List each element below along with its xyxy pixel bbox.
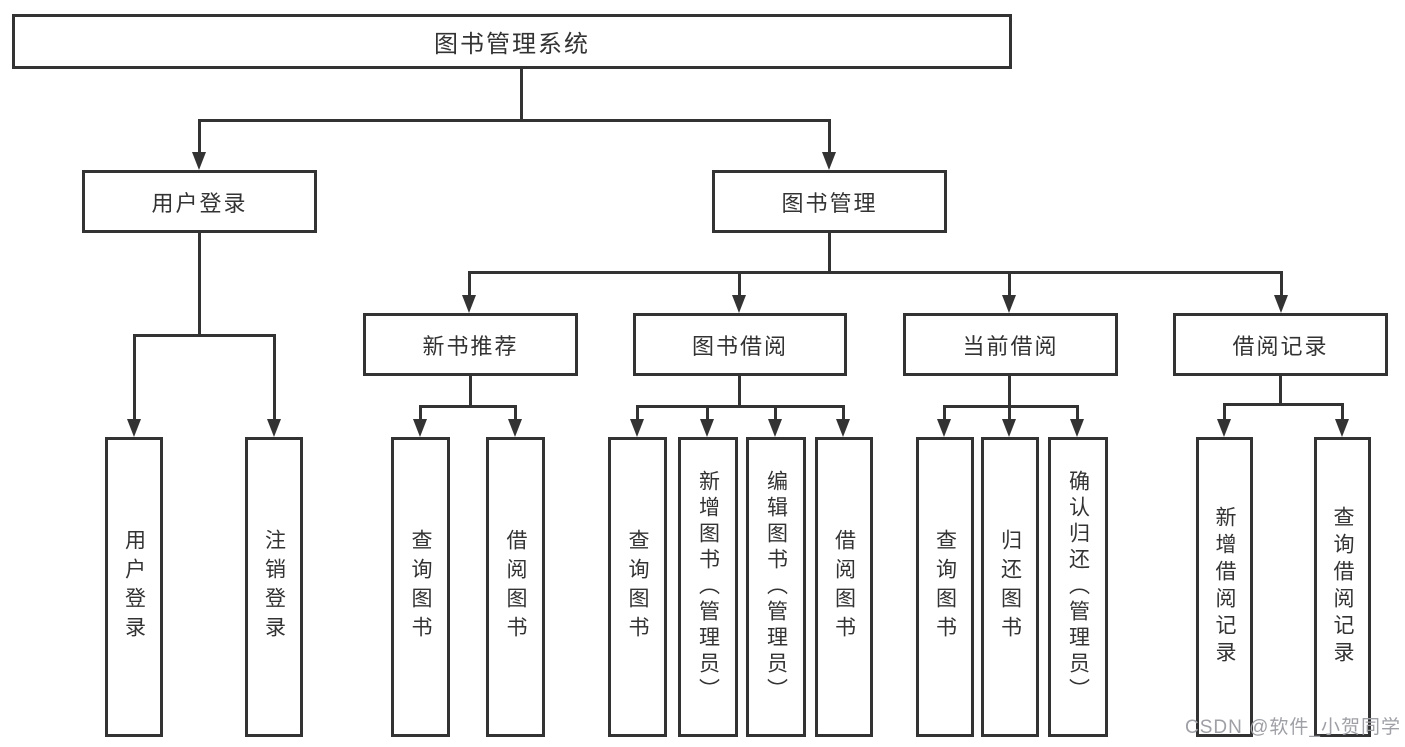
leaf-box-user-login: 用户登录 bbox=[105, 437, 163, 737]
connector-book-mgmt-drop bbox=[828, 119, 831, 155]
connector-nbr-stem bbox=[469, 376, 472, 408]
arrow-down-icon-user-login bbox=[192, 152, 206, 170]
node-box-user-login-group: 用户登录 bbox=[82, 170, 317, 233]
leaf-br-query-record-label: 查询借阅记录 bbox=[1331, 506, 1354, 668]
leaf-box-br-query-record: 查询借阅记录 bbox=[1314, 437, 1371, 737]
arrow-down-icon-bb-add bbox=[700, 419, 714, 437]
arrow-down-icon-leaf-user-login bbox=[127, 419, 141, 437]
connector-cb-hbar bbox=[943, 405, 1079, 408]
arrow-down-icon-current-borrow bbox=[1002, 295, 1016, 313]
connector-user-login-stem bbox=[198, 233, 201, 337]
node-box-borrowing-records: 借阅记录 bbox=[1173, 313, 1388, 376]
connector-leaf-drop-nbr-query bbox=[419, 405, 422, 421]
leaf-nbr-borrow-books-label: 借阅图书 bbox=[504, 529, 527, 645]
leaf-box-bb-edit-books-admin: 编辑图书（管理员） bbox=[746, 437, 806, 737]
connector-leaf-drop-br-query bbox=[1341, 403, 1344, 421]
connector-leaf-drop-bb-edit bbox=[774, 405, 777, 421]
arrow-down-icon-book-mgmt bbox=[822, 152, 836, 170]
connector-bb-hbar bbox=[636, 405, 845, 408]
leaf-box-nbr-borrow-books: 借阅图书 bbox=[486, 437, 545, 737]
leaf-box-bb-borrow-books: 借阅图书 bbox=[815, 437, 873, 737]
leaf-br-add-record-label: 新增借阅记录 bbox=[1213, 506, 1236, 668]
node-box-book-borrowing: 图书借阅 bbox=[633, 313, 847, 376]
connector-leaf-drop-bb-add bbox=[706, 405, 709, 421]
arrow-down-icon-borrow-records bbox=[1274, 295, 1288, 313]
book-borrowing-label: 图书借阅 bbox=[691, 333, 788, 359]
leaf-nbr-query-books-label: 查询图书 bbox=[409, 529, 432, 645]
connector-leaf-drop-cb-return bbox=[1008, 405, 1011, 421]
node-box-current-borrowing: 当前借阅 bbox=[903, 313, 1118, 376]
book-management-group-label: 图书管理 bbox=[781, 190, 878, 216]
arrow-down-icon-cb-confirm bbox=[1070, 419, 1084, 437]
current-borrowing-label: 当前借阅 bbox=[962, 333, 1059, 359]
leaf-box-logout: 注销登录 bbox=[245, 437, 303, 737]
arrow-down-icon-cb-query bbox=[937, 419, 951, 437]
connector-leaf-drop-bb-borrow bbox=[842, 405, 845, 421]
leaf-box-bb-add-books-admin: 新增图书（管理员） bbox=[678, 437, 738, 737]
connector-drop-new-book-rec bbox=[468, 271, 471, 298]
connector-leaf-drop-bb-query bbox=[636, 405, 639, 421]
leaf-logout-label: 注销登录 bbox=[262, 529, 286, 645]
arrow-down-icon-nbr-query bbox=[413, 419, 427, 437]
connector-book-mgmt-stem bbox=[828, 233, 831, 274]
connector-user-login-hbar bbox=[133, 334, 276, 337]
connector-level3-hbar bbox=[468, 271, 1283, 274]
arrow-down-icon-nbr-borrow bbox=[508, 419, 522, 437]
leaf-bb-edit-books-admin-label: 编辑图书（管理员） bbox=[764, 470, 788, 704]
arrow-down-icon-bb-edit bbox=[768, 419, 782, 437]
connector-cb-stem bbox=[1008, 376, 1011, 408]
connector-user-login-drop bbox=[198, 119, 201, 155]
root-box-label: 图书管理系统 bbox=[434, 31, 590, 58]
new-book-recommendation-label: 新书推荐 bbox=[422, 333, 519, 359]
leaf-cb-return-books-label: 归还图书 bbox=[998, 529, 1022, 645]
arrow-down-icon-br-query bbox=[1335, 419, 1349, 437]
arrow-down-icon-br-add bbox=[1217, 419, 1231, 437]
leaf-box-bb-query-books: 查询图书 bbox=[608, 437, 667, 737]
arrow-down-icon-book-borrow bbox=[732, 295, 746, 313]
connector-leaf-drop-user-login bbox=[133, 334, 136, 420]
leaf-bb-add-books-admin-label: 新增图书（管理员） bbox=[696, 470, 720, 704]
node-box-book-management-group: 图书管理 bbox=[712, 170, 947, 233]
leaf-box-nbr-query-books: 查询图书 bbox=[391, 437, 450, 737]
leaf-cb-query-books-label: 查询图书 bbox=[933, 529, 957, 645]
connector-drop-borrow-records bbox=[1280, 271, 1283, 298]
connector-bb-stem bbox=[738, 376, 741, 408]
arrow-down-icon-bb-query bbox=[630, 419, 644, 437]
connector-root-stem bbox=[520, 69, 523, 122]
borrowing-records-label: 借阅记录 bbox=[1232, 333, 1329, 359]
arrow-down-icon-new-book-rec bbox=[462, 295, 476, 313]
arrow-down-icon-leaf-logout bbox=[267, 419, 281, 437]
connector-drop-book-borrow bbox=[738, 271, 741, 298]
arrow-down-icon-cb-return bbox=[1002, 419, 1016, 437]
user-login-group-label: 用户登录 bbox=[151, 190, 248, 216]
leaf-box-cb-query-books: 查询图书 bbox=[916, 437, 974, 737]
connector-leaf-drop-nbr-borrow bbox=[514, 405, 517, 421]
csdn-watermark: CSDN @软件_小贺同学 bbox=[1185, 717, 1401, 738]
connector-br-stem bbox=[1279, 376, 1282, 406]
leaf-bb-query-books-label: 查询图书 bbox=[626, 529, 649, 645]
node-box-new-book-recommendation: 新书推荐 bbox=[363, 313, 578, 376]
connector-br-hbar bbox=[1223, 403, 1344, 406]
leaf-cb-confirm-return-admin-label: 确认归还（管理员） bbox=[1066, 470, 1090, 704]
leaf-box-br-add-record: 新增借阅记录 bbox=[1196, 437, 1253, 737]
connector-drop-current-borrow bbox=[1008, 271, 1011, 298]
connector-leaf-drop-br-add bbox=[1223, 403, 1226, 421]
leaf-bb-borrow-books-label: 借阅图书 bbox=[832, 529, 856, 645]
connector-leaf-drop-cb-confirm bbox=[1076, 405, 1079, 421]
leaf-user-login-label: 用户登录 bbox=[122, 529, 146, 645]
root-box-library-management-system: 图书管理系统 bbox=[12, 14, 1012, 69]
connector-level1-hbar bbox=[198, 119, 831, 122]
connector-nbr-hbar bbox=[419, 405, 517, 408]
leaf-box-cb-confirm-return-admin: 确认归还（管理员） bbox=[1048, 437, 1108, 737]
connector-leaf-drop-cb-query bbox=[943, 405, 946, 421]
arrow-down-icon-bb-borrow bbox=[836, 419, 850, 437]
leaf-box-cb-return-books: 归还图书 bbox=[981, 437, 1039, 737]
connector-leaf-drop-logout bbox=[273, 334, 276, 420]
